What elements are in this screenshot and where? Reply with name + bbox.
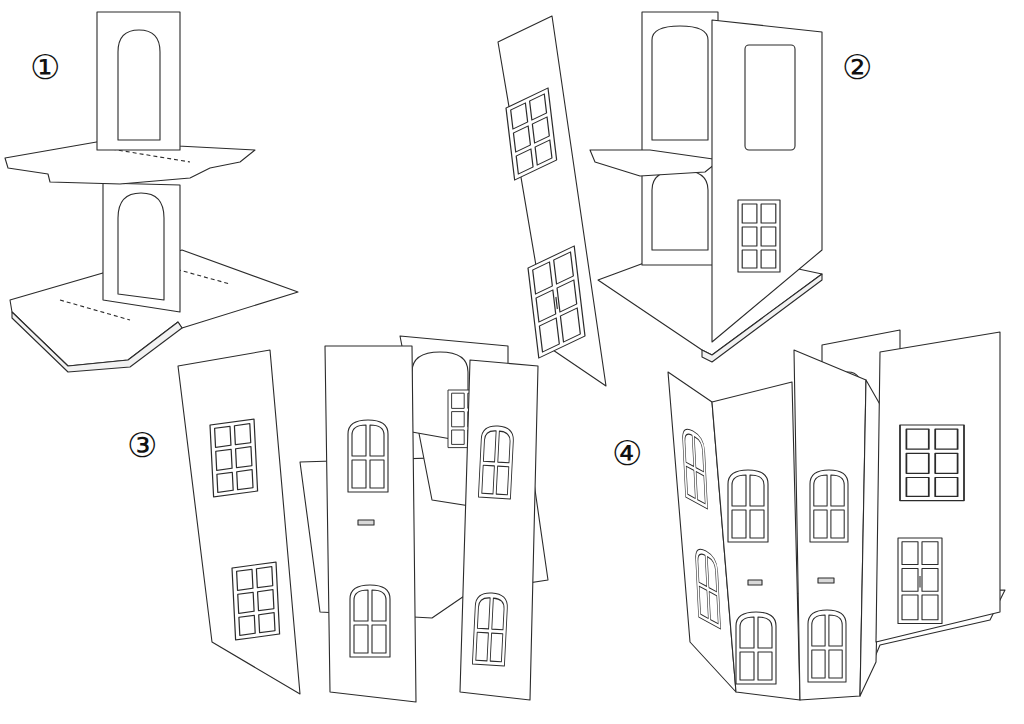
step-number: ① bbox=[30, 50, 60, 84]
step-number: ② bbox=[842, 50, 872, 84]
step-number: ③ bbox=[127, 428, 157, 462]
step-number: ④ bbox=[612, 436, 642, 470]
